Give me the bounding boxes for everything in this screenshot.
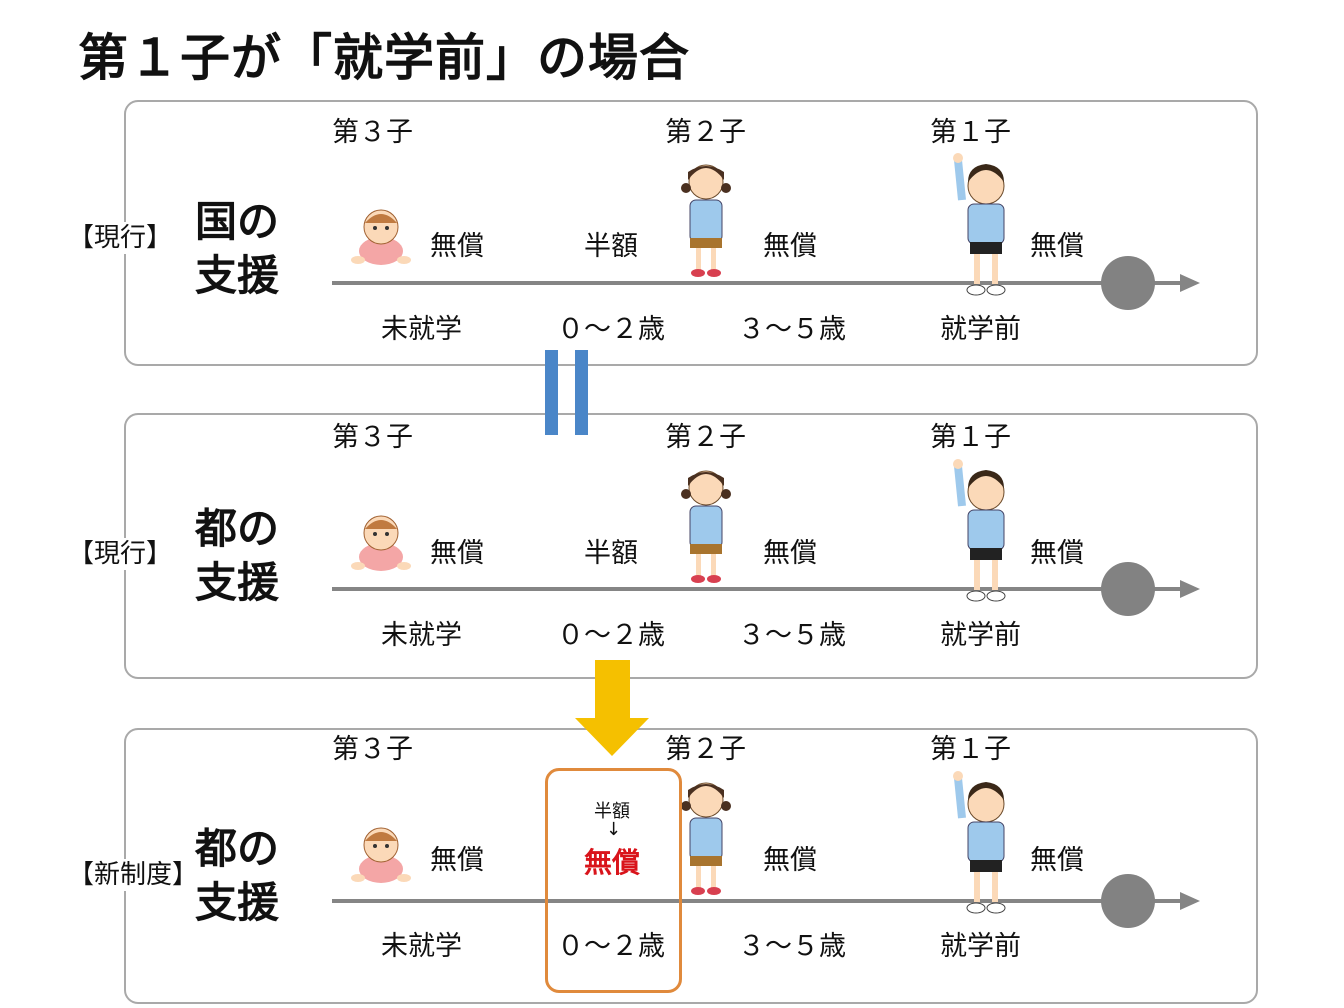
timeline — [332, 587, 1182, 591]
girl-illustration — [681, 782, 731, 895]
current-position-marker — [1101, 562, 1155, 616]
current-position-marker — [1101, 256, 1155, 310]
girl-illustration — [681, 470, 731, 583]
child-label: 第２子 — [665, 734, 746, 765]
cost-label: 半額 — [584, 231, 638, 262]
timeline-arrow-icon — [1180, 274, 1200, 292]
child-label: 第１子 — [930, 117, 1011, 148]
down-arrow-icon — [575, 660, 649, 756]
timeline — [332, 281, 1182, 285]
cost-label: 半額 — [584, 538, 638, 569]
timeline-arrow-icon — [1180, 580, 1200, 598]
child-label: 第１子 — [930, 422, 1011, 453]
child-label: 第１子 — [930, 734, 1011, 765]
age-label: 就学前 — [940, 314, 1021, 345]
support-label-line2: 支援 — [195, 558, 280, 607]
new-cost-label: 無償 — [584, 846, 641, 879]
timeline-arrow-icon — [1180, 892, 1200, 910]
baby-illustration — [351, 827, 411, 883]
boy-illustration — [953, 153, 1006, 296]
cost-label: 無償 — [430, 845, 484, 876]
previous-cost-label: 半額 — [594, 801, 630, 822]
page-title: 第１子が「就学前」の場合 — [78, 29, 690, 87]
cost-label: 無償 — [430, 538, 484, 569]
age-label: 未就学 — [381, 931, 462, 962]
cost-label: 無償 — [763, 845, 817, 876]
support-label-line2: 支援 — [195, 251, 280, 300]
support-label-line1: 国の — [195, 197, 280, 246]
orange-highlight-box — [545, 768, 682, 993]
child-label: 第２子 — [665, 422, 746, 453]
age-label: 未就学 — [381, 314, 462, 345]
age-label: ０～２歳 — [557, 931, 665, 962]
child-label: 第３子 — [332, 117, 413, 148]
age-label: ０～２歳 — [557, 314, 665, 345]
support-label-line1: 都の — [195, 824, 280, 873]
girl-illustration — [681, 164, 731, 277]
age-label: ０～２歳 — [557, 620, 665, 651]
age-label: ３～５歳 — [738, 620, 846, 651]
age-label: ３～５歳 — [738, 931, 846, 962]
support-label-line1: 都の — [195, 504, 280, 553]
cost-label: 無償 — [430, 231, 484, 262]
baby-illustration — [351, 515, 411, 571]
cost-label: 無償 — [1030, 845, 1084, 876]
boy-illustration — [953, 771, 1006, 914]
boy-illustration — [953, 459, 1006, 602]
cost-label: 無償 — [763, 231, 817, 262]
change-arrow-icon: ↓ — [606, 819, 622, 840]
cost-label: 無償 — [1030, 231, 1084, 262]
equals-sign-icon — [545, 350, 590, 435]
child-label: 第２子 — [665, 117, 746, 148]
age-label: 未就学 — [381, 620, 462, 651]
age-label: 就学前 — [940, 620, 1021, 651]
child-label: 第３子 — [332, 734, 413, 765]
support-label-line2: 支援 — [195, 878, 280, 927]
cost-label: 無償 — [1030, 538, 1084, 569]
cost-label: 無償 — [763, 538, 817, 569]
baby-illustration — [351, 209, 411, 265]
child-label: 第３子 — [332, 422, 413, 453]
status-label: 【現行】 — [68, 538, 173, 570]
status-label: 【新制度】 — [68, 859, 199, 891]
age-label: ３～５歳 — [738, 314, 846, 345]
timeline — [332, 899, 1182, 903]
age-label: 就学前 — [940, 931, 1021, 962]
status-label: 【現行】 — [68, 222, 173, 254]
current-position-marker — [1101, 874, 1155, 928]
